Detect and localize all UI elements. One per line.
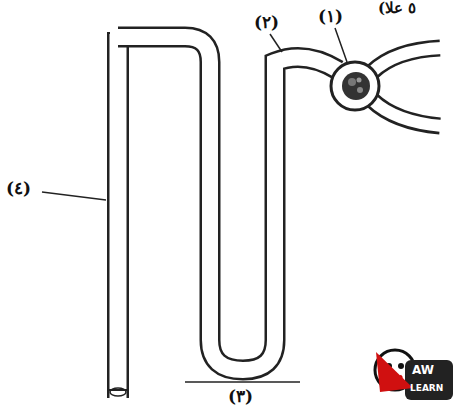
callout-number: (١) [318,8,343,25]
callout-number: (٤) [6,180,31,197]
callout-number: (٢) [254,14,279,31]
heading-fragment: (٥ علا [378,1,416,16]
callout-number: (٣) [228,388,253,405]
logo-text: AW [412,364,434,376]
logo-text: LEARN [410,384,443,393]
